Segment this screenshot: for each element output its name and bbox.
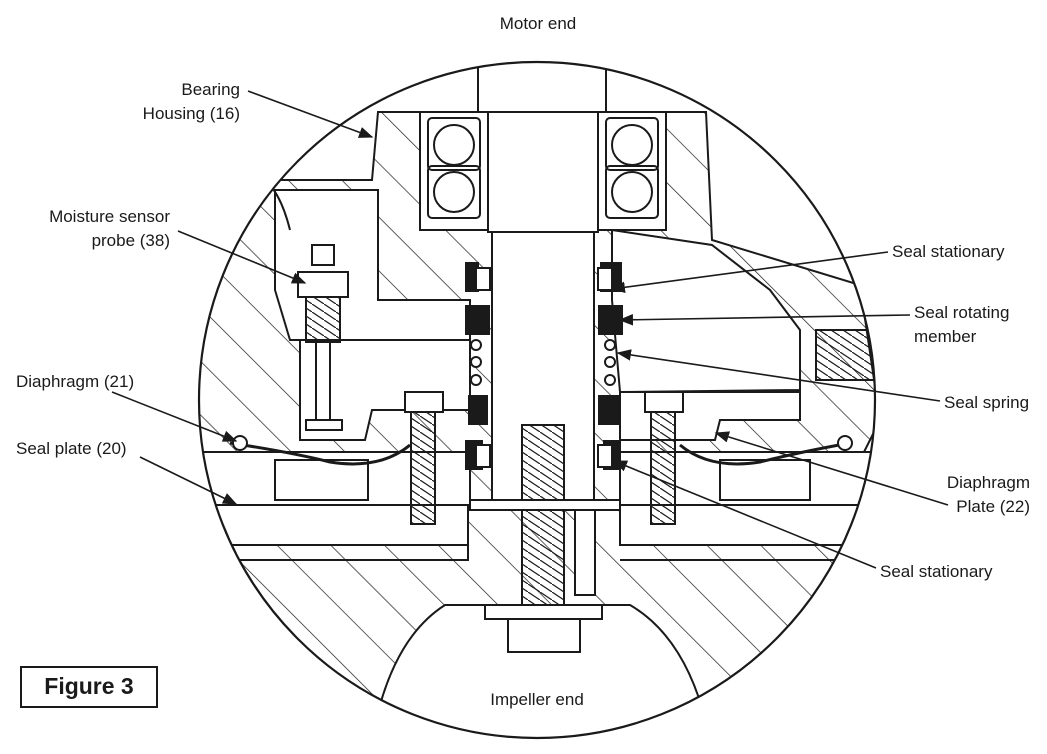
motor-end-label: Motor end: [499, 14, 577, 33]
seal-plate-label: Seal plate (20): [16, 439, 127, 458]
leader-seal-rotating: [618, 314, 911, 326]
seal-spring-label: Seal spring: [944, 393, 1030, 412]
leader-seal-stationary-bottom: [612, 460, 877, 569]
figure-caption: Figure 3: [44, 673, 134, 699]
figure-caption-box: Figure 3: [20, 666, 158, 708]
leader-seal-spring: [616, 349, 941, 402]
leader-seal-stationary-top: [610, 251, 889, 293]
seal-stationary-bottom-label: Seal stationary: [880, 562, 993, 581]
leader-diaphragm: [111, 391, 238, 442]
impeller-end-label: Impeller end: [490, 690, 584, 709]
diaphragm-label: Diaphragm (21): [16, 372, 135, 391]
leader-moisture-sensor: [177, 230, 307, 284]
moisture-sensor-probe-label: Moisture sensor probe (38): [49, 207, 170, 250]
seal-stationary-top-label: Seal stationary: [892, 242, 1005, 261]
diaphragm-plate-label: Diaphragm Plate (22): [946, 473, 1030, 516]
leader-seal-plate: [139, 456, 238, 505]
bearing-housing-label: Bearing Housing (16): [142, 80, 240, 123]
leader-bearing-housing: [247, 90, 374, 138]
leader-diaphragm-plate: [714, 431, 949, 506]
seal-rotating-member-label: Seal rotating member: [914, 303, 1010, 346]
